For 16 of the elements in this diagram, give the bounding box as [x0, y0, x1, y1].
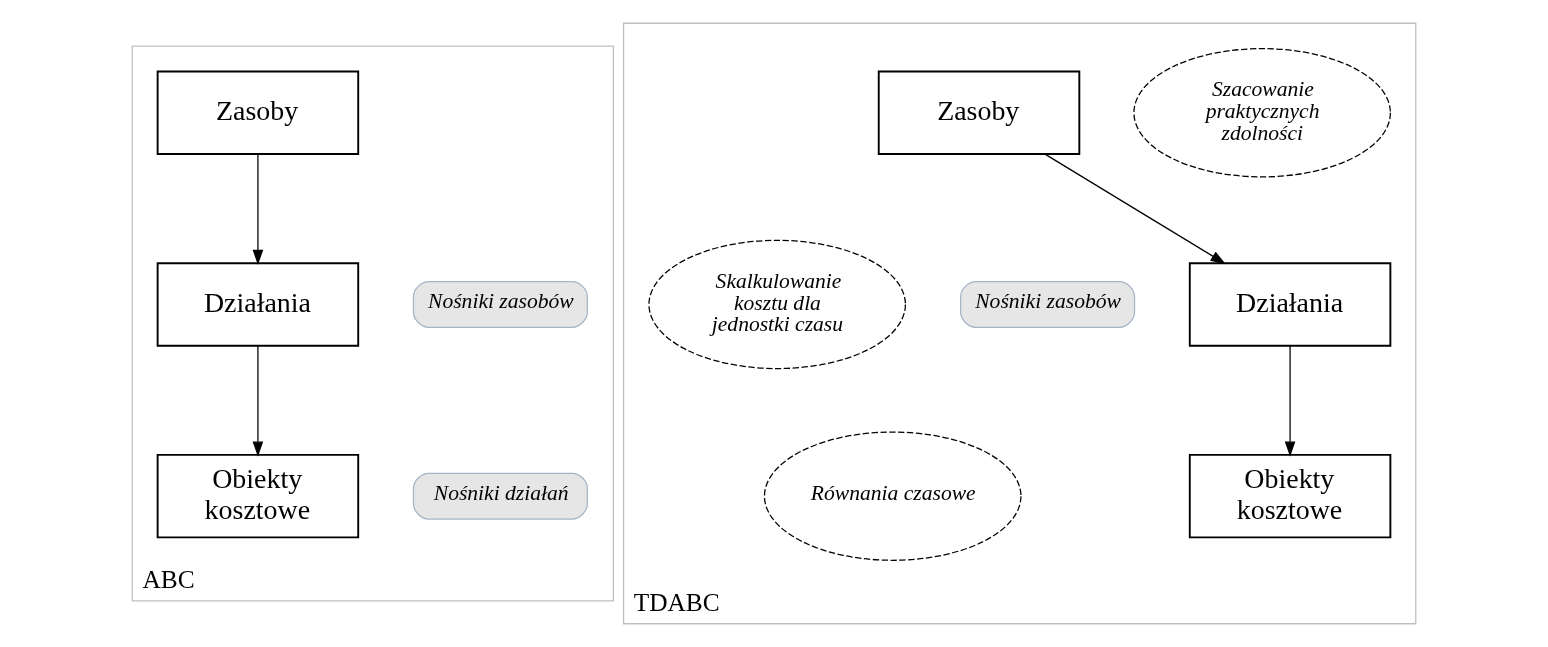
node-box: Zasoby: [156, 70, 360, 155]
node-box: Nośniki zasobów: [960, 280, 1136, 328]
node-ellipse: Równania czasowe: [763, 431, 1022, 561]
arrow: [252, 153, 264, 266]
node-box: Obiekty kosztowe: [1188, 453, 1392, 539]
arrow: [1284, 345, 1296, 457]
node-box: Obiekty kosztowe: [156, 453, 360, 539]
node-ellipse: Szacowanie praktycznych zdolności: [1133, 48, 1391, 178]
arrow: [1044, 153, 1226, 265]
node-ellipse: Skalkulowanie kosztu dla jednostki czasu: [648, 239, 907, 370]
node-box: Działania: [156, 262, 360, 347]
node-box: Nośniki zasobów: [412, 280, 588, 328]
node-box: Zasoby: [877, 70, 1081, 155]
node-box: Nośniki działań: [412, 472, 588, 520]
node-box: Działania: [1188, 262, 1392, 347]
arrow: [252, 345, 264, 457]
